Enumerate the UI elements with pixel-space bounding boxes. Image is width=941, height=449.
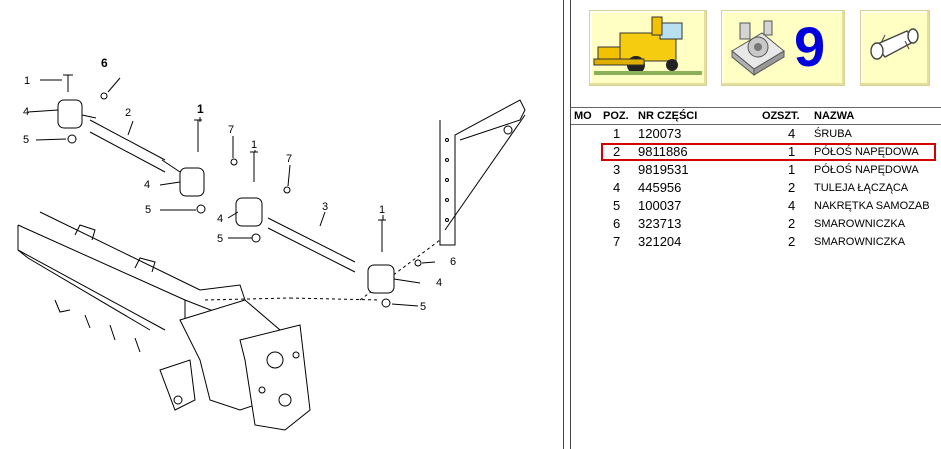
callout-6: 6	[101, 56, 108, 70]
callout-4: 4	[23, 106, 29, 118]
cell-name: PÓŁOŚ NAPĘDOWA	[814, 146, 919, 158]
header-poz[interactable]: POZ.	[603, 110, 629, 122]
callout-2: 2	[125, 107, 131, 119]
callout-4: 4	[217, 213, 223, 225]
callout-3: 3	[322, 201, 328, 213]
cell-qty: 4	[788, 126, 796, 141]
cell-poz: 1	[613, 126, 621, 141]
callout-5: 5	[145, 204, 151, 216]
cell-part-number: 9811886	[638, 144, 688, 159]
callout-5: 5	[420, 301, 426, 313]
cell-part-number: 120073	[638, 126, 682, 141]
callout-4: 4	[436, 277, 442, 289]
pane-splitter[interactable]	[563, 0, 571, 449]
cell-poz: 3	[613, 162, 621, 177]
cell-qty: 1	[788, 144, 796, 159]
table-row[interactable]: 3 9819531 1 PÓŁOŚ NAPĘDOWA	[571, 161, 941, 179]
cell-poz: 5	[613, 198, 621, 213]
group-button[interactable]: 9	[721, 10, 845, 86]
cell-qty: 2	[788, 180, 796, 195]
cell-poz: 4	[613, 180, 621, 195]
header-part-number[interactable]: NR CZĘŚCI	[638, 110, 698, 122]
callout-4: 4	[144, 179, 150, 191]
callout-6: 6	[450, 256, 456, 268]
shaft-part-icon	[870, 28, 919, 60]
cell-qty: 1	[788, 162, 796, 177]
group-number: 9	[794, 15, 826, 78]
cell-name: NAKRĘTKA SAMOZAB	[814, 200, 930, 212]
cell-poz: 7	[613, 234, 621, 249]
table-row[interactable]: 1 120073 4 ŚRUBA	[571, 125, 941, 143]
table-row[interactable]: 4 445956 2 TULEJA ŁĄCZĄCA	[571, 179, 941, 197]
parts-table: MO POZ. NR CZĘŚCI OZ SZT. NAZWA 1 120073…	[571, 107, 941, 251]
callout-1: 1	[251, 139, 257, 151]
cell-part-number: 100037	[638, 198, 682, 213]
callout-1: 1	[24, 75, 30, 87]
combine-harvester-icon	[593, 16, 702, 75]
cell-part-number: 445956	[638, 180, 682, 195]
cell-poz: 6	[613, 216, 621, 231]
cell-part-number: 321204	[638, 234, 682, 249]
gear-assembly-icon	[731, 20, 785, 77]
cell-poz: 2	[613, 144, 621, 159]
header-oz[interactable]: OZ	[762, 110, 778, 122]
cell-qty: 4	[788, 198, 796, 213]
cell-name: PÓŁOŚ NAPĘDOWA	[814, 164, 919, 176]
diagram-drawing: 1 6 4 5 2 1 7 4 5 1 7 4 5 3 1 6 4 5	[17, 56, 526, 431]
cell-name: SMAROWNICZKA	[814, 236, 906, 248]
header-qty[interactable]: SZT.	[777, 110, 800, 122]
table-row[interactable]: 5 100037 4 NAKRĘTKA SAMOZAB	[571, 197, 941, 215]
callout-5: 5	[23, 134, 29, 146]
table-row[interactable]: 6 323713 2 SMAROWNICZKA	[571, 215, 941, 233]
cell-name: ŚRUBA	[814, 128, 852, 140]
table-header: MO POZ. NR CZĘŚCI OZ SZT. NAZWA	[571, 108, 941, 125]
callout-5: 5	[217, 233, 223, 245]
callout-7: 7	[286, 153, 292, 165]
combine-button[interactable]	[589, 10, 707, 86]
callout-1: 1	[197, 102, 204, 116]
cell-name: TULEJA ŁĄCZĄCA	[814, 182, 909, 194]
cell-part-number: 9819531	[638, 162, 689, 177]
part-button[interactable]	[860, 10, 930, 86]
table-row[interactable]: 7 321204 2 SMAROWNICZKA	[571, 233, 941, 251]
table-row-selected[interactable]: 2 9811886 1 PÓŁOŚ NAPĘDOWA	[571, 143, 941, 161]
header-mo[interactable]: MO	[574, 110, 592, 122]
callout-1: 1	[379, 204, 385, 216]
header-name[interactable]: NAZWA	[814, 110, 855, 122]
cell-qty: 2	[788, 216, 796, 231]
callout-7: 7	[228, 124, 234, 136]
cell-name: SMAROWNICZKA	[814, 218, 906, 230]
cell-qty: 2	[788, 234, 796, 249]
cell-part-number: 323713	[638, 216, 682, 231]
exploded-diagram[interactable]: 1 6 4 5 2 1 7 4 5 1 7 4 5 3 1 6 4 5	[0, 0, 563, 449]
parts-list-pane: 9 MO POZ. NR CZĘŚCI OZ SZT. NAZWA 1 1200…	[571, 0, 941, 449]
